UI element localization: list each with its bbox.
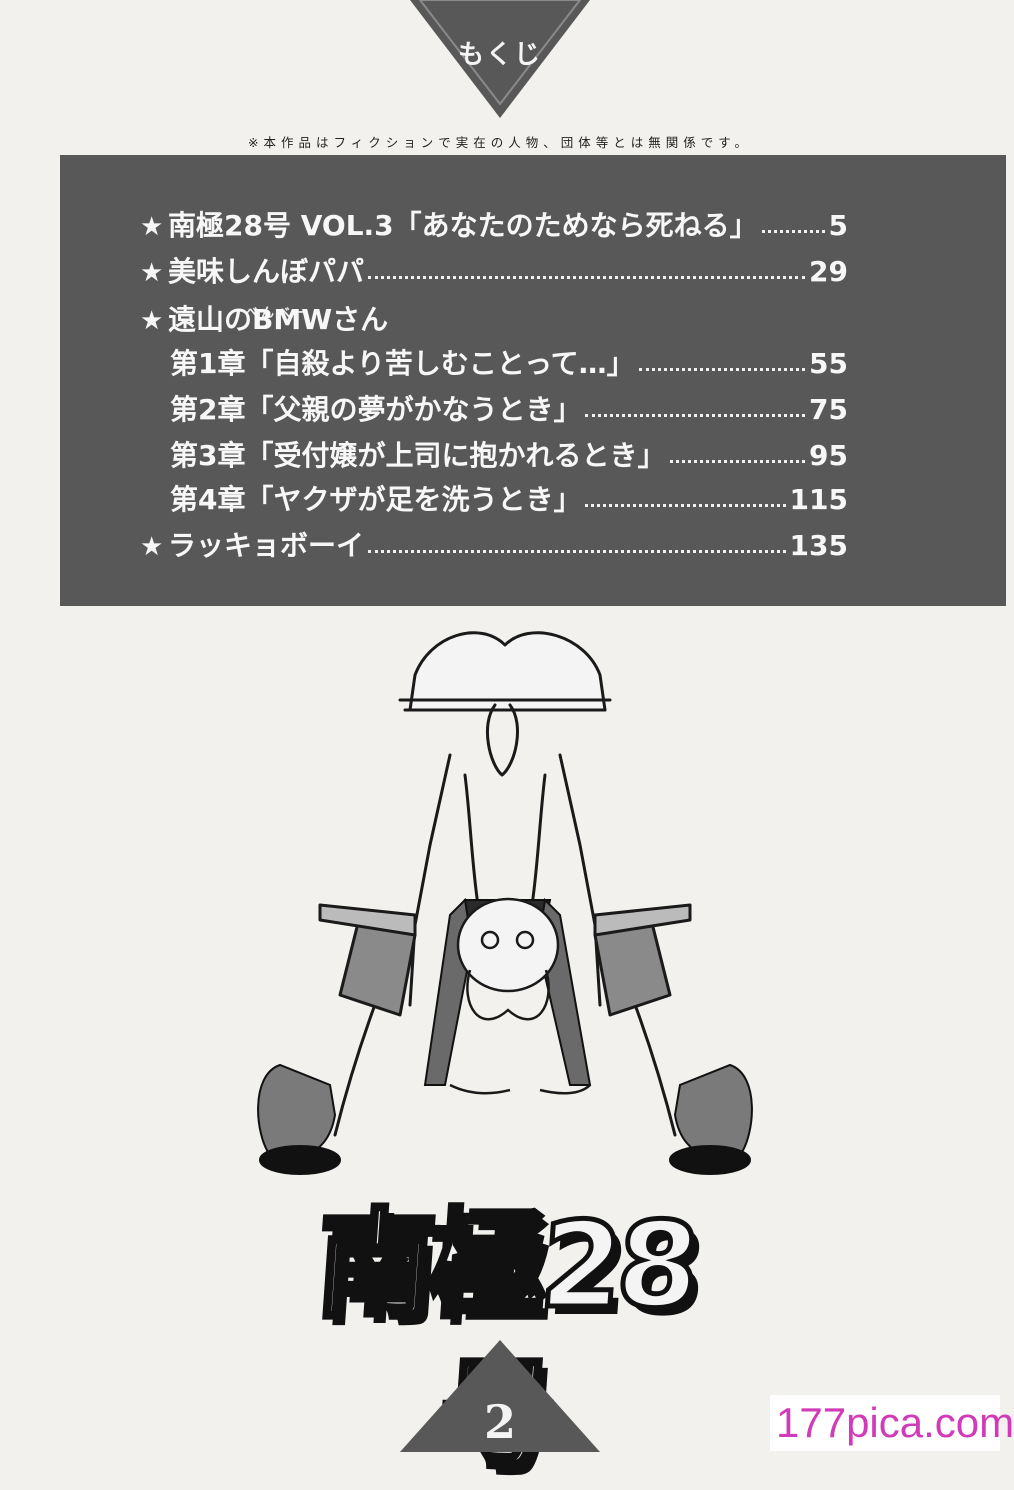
fiction-disclaimer: ※本作品はフィクションで実在の人物、団体等とは無関係です。 (248, 135, 752, 150)
toc-entry-4[interactable]: 第1章「自殺より苦しむことって…」 55 (170, 338, 848, 378)
leader-dots (368, 549, 786, 553)
toc-entry-title: 遠山のBMWさん (168, 303, 389, 336)
star-icon: ★ (140, 258, 164, 288)
contents-heading: もくじ (457, 40, 542, 70)
star-icon: ★ (140, 306, 164, 336)
star-icon: ★ (140, 212, 164, 242)
table-of-contents (60, 155, 1006, 606)
leader-dots (585, 413, 806, 417)
toc-entry-6[interactable]: 第3章「受付嬢が上司に抱かれるとき」 95 (170, 430, 848, 470)
leader-dots (585, 503, 786, 507)
site-watermark: 177pica.com (770, 1395, 1014, 1451)
header-triangle (0, 0, 1000, 140)
toc-entry-title: ラッキョボーイ (168, 529, 365, 562)
character-illustration (257, 631, 753, 1175)
leader-dots (669, 459, 806, 463)
toc-entry-title: 第3章「受付嬢が上司に抱かれるとき」 (170, 439, 666, 472)
toc-entry-title: 南極28号 VOL.3「あなたのためなら死ねる」 (168, 209, 758, 242)
toc-entry-title: 第1章「自殺より苦しむことって…」 (170, 347, 635, 380)
toc-entry-5[interactable]: 第2章「父親の夢がかなうとき」 75 (170, 384, 848, 424)
toc-entry-title: 第2章「父親の夢がかなうとき」 (170, 393, 582, 426)
toc-entry-2[interactable]: ★ 美味しんぼパパ 29 (140, 246, 848, 288)
page-number: 2 (483, 1395, 516, 1449)
page-number-triangle (400, 1340, 600, 1452)
leader-dots (638, 367, 806, 371)
toc-entry-page: 115 (789, 483, 848, 516)
toc-entry-page: 55 (809, 347, 848, 380)
toc-entry-title: 第4章「ヤクザが足を洗うとき」 (170, 483, 582, 516)
toc-entry-7[interactable]: 第4章「ヤクザが足を洗うとき」 115 (170, 474, 848, 514)
toc-entry-page: 29 (809, 255, 848, 288)
toc-entry-8[interactable]: ★ ラッキョボーイ 135 (140, 520, 848, 562)
toc-entry-3[interactable]: ★ 遠山のBMWさん (140, 294, 848, 336)
toc-entry-page: 75 (809, 393, 848, 426)
furigana-ruby: べんべー (245, 306, 310, 321)
toc-entry-title: 美味しんぼパパ (168, 255, 365, 288)
toc-entry-page: 135 (789, 529, 848, 562)
leader-dots (761, 229, 825, 233)
star-icon: ★ (140, 532, 164, 562)
series-logo-text: 南極28号 (310, 1194, 701, 1487)
toc-entry-page: 95 (809, 439, 848, 472)
toc-entry-page: 5 (828, 209, 848, 242)
leader-dots (368, 275, 806, 279)
toc-entry-1[interactable]: ★ 南極28号 VOL.3「あなたのためなら死ねる」 5 (140, 200, 848, 242)
